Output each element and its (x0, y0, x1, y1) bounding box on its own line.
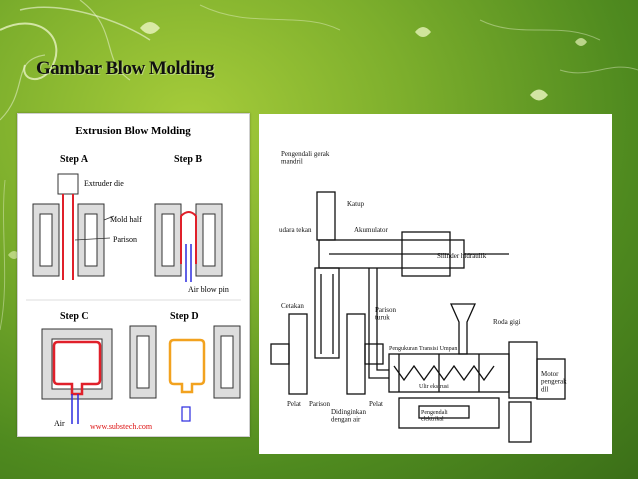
blow-pin-d (181, 406, 191, 422)
extruder-die-shape (57, 173, 79, 195)
parison-label: Parison (113, 235, 137, 244)
label-roda-gigi: Roda gigi (493, 318, 520, 326)
gearbox (508, 341, 538, 399)
air-label: Air (54, 419, 65, 428)
mold-closed-c (41, 328, 113, 400)
mold-open-left-d (129, 325, 157, 399)
label-silinder-hidraulik: Silinder hidraulik (437, 252, 487, 260)
extrusion-blow-molding-diagram: Extrusion Blow Molding Step A Step B Ext… (17, 113, 250, 437)
label-parison-bottom: Parison (309, 400, 331, 408)
mold-half-label: Mold half (110, 215, 142, 224)
parison-b (180, 211, 197, 264)
step-c-label: Step C (60, 311, 89, 322)
finished-bottle-d (168, 338, 206, 394)
die-head (314, 267, 340, 359)
label-pengukuran: Pengukuran Transisi Umpan (389, 346, 457, 352)
blown-parison-c (52, 340, 102, 396)
label-katup: Katup (347, 200, 365, 208)
slide-title: Gambar Blow Molding (36, 58, 215, 79)
mold-half-right-a (77, 203, 105, 277)
label-ulir-ekstrusi: Ulir ekstrusi (419, 384, 449, 390)
step-a-label: Step A (60, 154, 89, 165)
hopper (449, 303, 477, 355)
machine-base (398, 397, 500, 429)
label-cetakan: Cetakan (281, 302, 304, 310)
mold-half-left-b (154, 203, 182, 277)
air-blow-pin-label: Air blow pin (188, 285, 229, 294)
label-pelat-left: Pelat (287, 400, 301, 408)
label-akumulator: Akumulator (354, 226, 388, 234)
mandrel-cylinder (316, 191, 336, 241)
mold-right (346, 313, 366, 395)
motor (536, 358, 566, 400)
hydraulic-cylinder (401, 231, 451, 277)
diagram-heading: Extrusion Blow Molding (75, 125, 191, 137)
control-cabinet (508, 401, 532, 443)
label-udara-tekan: udara tekan (279, 226, 312, 234)
step-d-label: Step D (170, 311, 199, 322)
step-b-label: Step B (174, 154, 202, 165)
mold-open-right-d (213, 325, 241, 399)
extrusion-diagram-svg: Extrusion Blow Molding Step A Step B Ext… (26, 125, 241, 431)
mold-half-left-a (32, 203, 60, 277)
mold-half-right-b (195, 203, 223, 277)
mold-left (288, 313, 308, 395)
credit-text: www.substech.com (90, 422, 153, 431)
extruder-die-label: Extruder die (84, 179, 124, 188)
label-pelat-right: Pelat (369, 400, 383, 408)
